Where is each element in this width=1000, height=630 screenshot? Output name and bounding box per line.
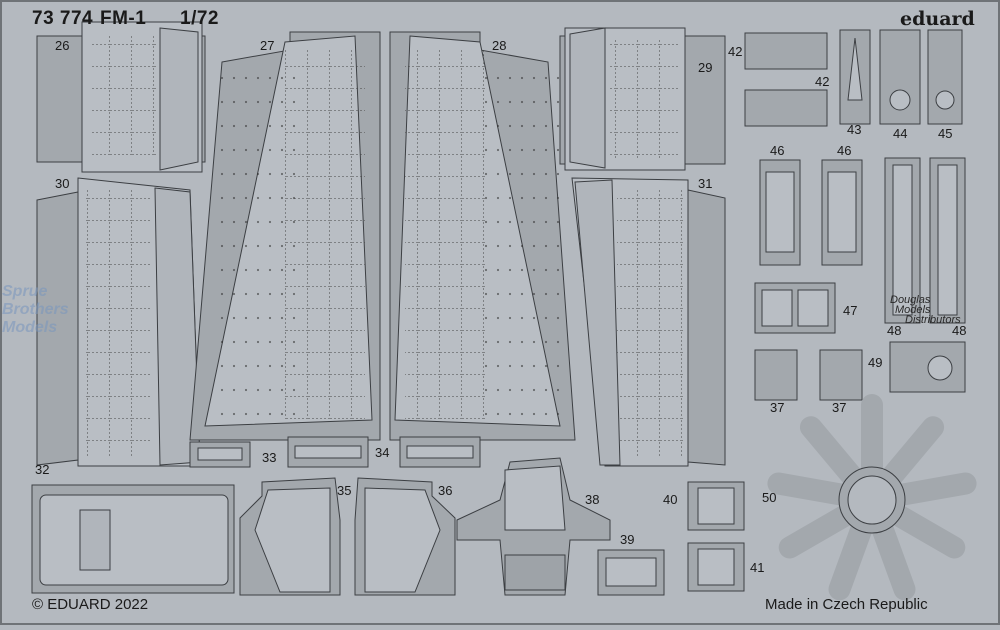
part-36 [354,477,456,596]
sheet-code: 73 774 [32,8,94,29]
part-26 [36,21,206,173]
part-37 [754,349,863,401]
copyright: © EDUARD 2022 [32,596,149,613]
part-28 [389,31,576,441]
cylinder-2 [890,472,977,506]
part-50 [767,394,977,601]
label-33: 33 [262,450,277,465]
watermark-left-2: Brothers [2,301,69,318]
label-32: 32 [35,462,50,477]
label-49: 49 [868,355,883,370]
part-41 [687,542,745,592]
label-38: 38 [585,492,600,507]
label-47: 47 [843,303,858,318]
label-39: 39 [620,532,635,547]
part-49 [889,341,966,393]
cylinder-5 [828,517,873,601]
cylinder-4 [871,517,916,601]
cylinder-8 [799,416,864,489]
label-48-a: 48 [887,323,902,338]
part-32 [31,484,235,594]
part-44 [879,29,921,125]
label-26: 26 [55,38,70,53]
label-46-a: 46 [770,143,785,158]
cylinder-6 [778,504,858,559]
part-34 [287,436,481,468]
part-48 [884,157,966,324]
part-45 [927,29,963,125]
label-43: 43 [847,122,862,137]
label-29: 29 [698,60,713,75]
label-45: 45 [938,126,953,141]
part-40 [687,481,745,531]
part-46 [759,159,863,266]
label-28: 28 [492,38,507,53]
watermark-left-1: Sprue [2,283,48,300]
cylinder-1 [880,416,945,489]
label-36: 36 [438,483,453,498]
part-47 [754,282,836,334]
part-42 [744,32,828,127]
label-37-a: 37 [770,400,785,415]
origin: Made in Czech Republic [765,596,928,613]
label-41: 41 [750,560,765,575]
label-50: 50 [762,490,777,505]
watermark-right-1: Douglas [890,294,931,306]
label-37-b: 37 [832,400,847,415]
part-33 [189,441,251,468]
part-39 [597,549,665,596]
sheet-model: FM-1 [100,8,147,29]
label-44: 44 [893,126,908,141]
cylinder-3 [886,504,966,559]
part-43 [839,29,871,125]
part-35 [239,477,341,596]
part-30 [36,177,201,467]
label-27: 27 [260,38,275,53]
label-46-b: 46 [837,143,852,158]
label-42-a: 42 [728,44,743,59]
part-38 [456,457,611,596]
sheet-scale: 1/72 [180,8,219,29]
label-48-b: 48 [952,323,967,338]
label-40: 40 [663,492,678,507]
watermark-left-3: Models [2,319,58,336]
watermark-right-2: Models [895,304,931,316]
label-34: 34 [375,445,390,460]
brand-logo: eduard [900,8,975,30]
part-29 [559,27,726,171]
label-30: 30 [55,176,70,191]
part-27 [189,31,381,441]
label-42-b: 42 [815,74,830,89]
label-35: 35 [337,483,352,498]
watermark-right-3: Distributors [905,314,961,326]
part-31 [571,177,726,467]
cylinder-7 [767,472,854,506]
label-31: 31 [698,176,713,191]
